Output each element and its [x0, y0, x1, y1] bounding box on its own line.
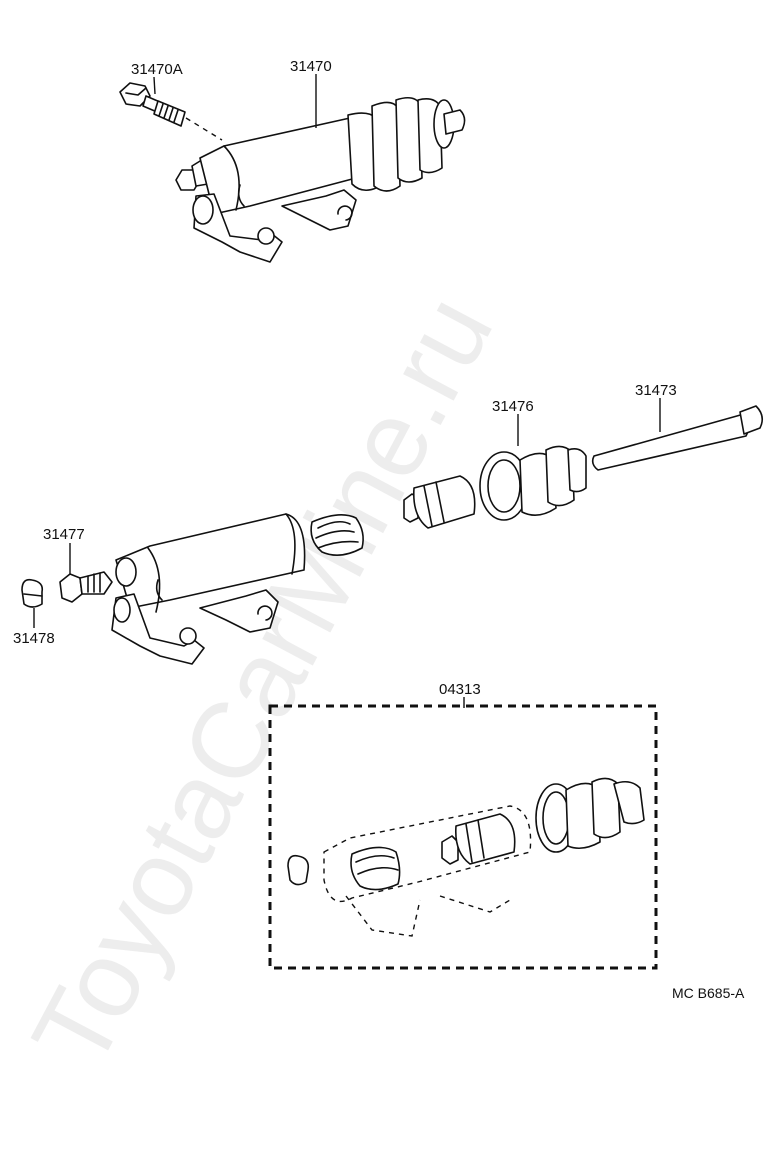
- callout-31473: 31473: [635, 382, 677, 399]
- kit-boot-drawing: [535, 777, 645, 853]
- kit-body-outline: [323, 805, 532, 937]
- bleeder-cap-31478-drawing: [21, 578, 44, 608]
- leader-lines: [33, 74, 661, 708]
- callout-04313: 04313: [439, 681, 481, 698]
- release-cylinder-assy-31470-drawing: [175, 96, 466, 263]
- callout-31478: 31478: [13, 630, 55, 647]
- cylinder-body-drawing: [111, 513, 306, 665]
- piston-drawing: [403, 475, 476, 529]
- spring-drawing: [310, 514, 364, 556]
- callout-31476: 31476: [492, 398, 534, 415]
- kit-cap-drawing: [287, 854, 310, 886]
- kit-piston-drawing: [441, 813, 516, 865]
- repair-kit-box: [268, 704, 658, 970]
- callout-31470: 31470: [290, 58, 332, 75]
- bolt-31470a-drawing: [119, 82, 223, 141]
- push-rod-31473-drawing: [591, 405, 764, 471]
- figure-code: MC B685-A: [672, 985, 745, 1001]
- bleeder-plug-31477-drawing: [59, 571, 113, 603]
- callout-31477: 31477: [43, 526, 85, 543]
- boot-31476-drawing: [479, 445, 587, 521]
- kit-spring-drawing: [350, 846, 401, 891]
- callout-31470a: 31470A: [131, 61, 183, 78]
